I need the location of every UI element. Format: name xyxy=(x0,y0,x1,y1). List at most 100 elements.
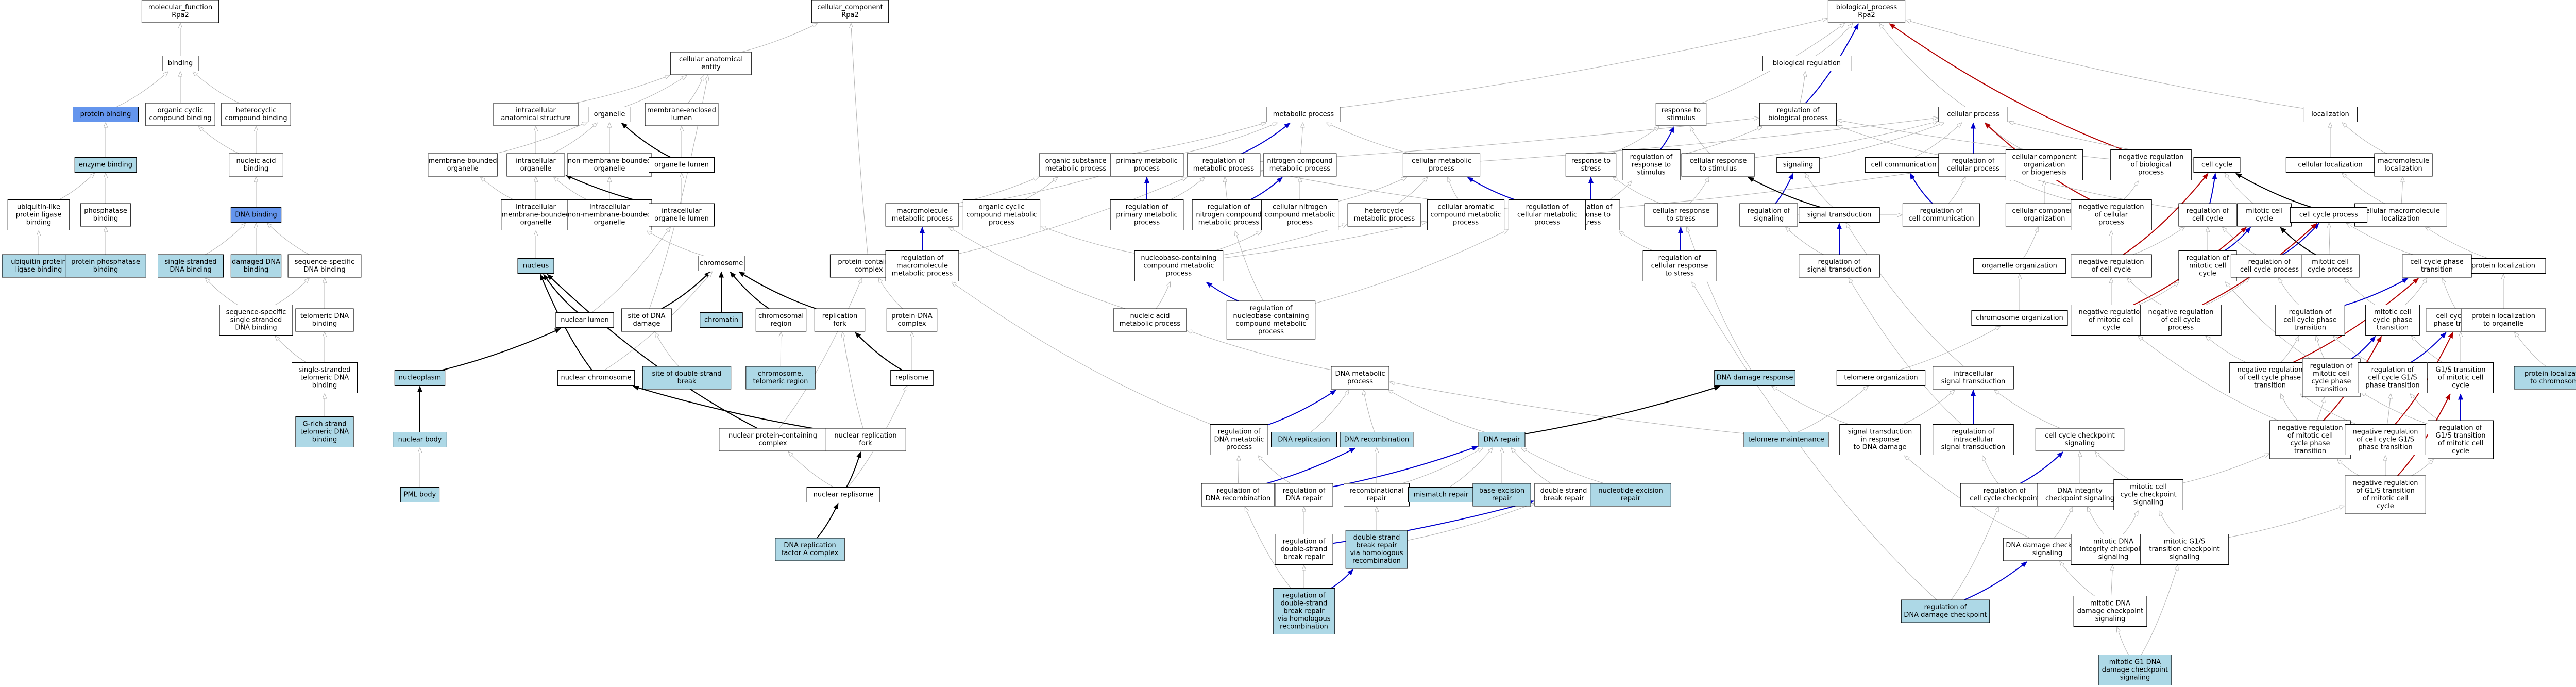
term-node-dna-repair[interactable]: DNA repair xyxy=(1478,432,1526,447)
term-node-dna-binding[interactable]: DNA binding xyxy=(230,207,282,223)
term-node-mismatch[interactable]: mismatch repair xyxy=(1408,487,1474,502)
term-node-nucleus[interactable]: nucleus xyxy=(517,258,554,274)
term-node-dna-recomb[interactable]: DNA recombination xyxy=(1340,432,1414,447)
term-node-nuc-chrom[interactable]: nuclear chromosome xyxy=(557,370,635,386)
term-node-prot-loc[interactable]: protein localization xyxy=(2461,258,2546,274)
term-node-pml-body[interactable]: PML body xyxy=(400,487,440,502)
term-node-metab[interactable]: metabolic process xyxy=(1266,107,1341,122)
term-node-replisome[interactable]: replisome xyxy=(890,370,934,386)
term-node-bio-reg[interactable]: biological regulation xyxy=(1762,56,1852,71)
term-node-sig-trans[interactable]: signal transduction xyxy=(1799,207,1880,223)
term-node-protein-binding[interactable]: protein binding xyxy=(73,107,139,122)
term-node-chromatin[interactable]: chromatin xyxy=(700,312,743,328)
term-node-chromosome[interactable]: chromosome xyxy=(698,256,745,271)
term-node-signaling[interactable]: signaling xyxy=(1776,157,1820,173)
term-node-nucleoplasm[interactable]: nucleoplasm xyxy=(394,370,446,386)
term-node-org-org[interactable]: organelle organization xyxy=(1973,258,2066,274)
term-node-cell-cycle[interactable]: cell cycle xyxy=(2193,157,2241,173)
term-node-org-lumen[interactable]: organelle lumen xyxy=(649,157,715,173)
term-node-cc-process[interactable]: cell cycle process xyxy=(2290,207,2368,223)
term-node-cell-loc[interactable]: cellular localization xyxy=(2285,157,2375,173)
term-node-cell-comm[interactable]: cell communication xyxy=(1865,157,1943,173)
